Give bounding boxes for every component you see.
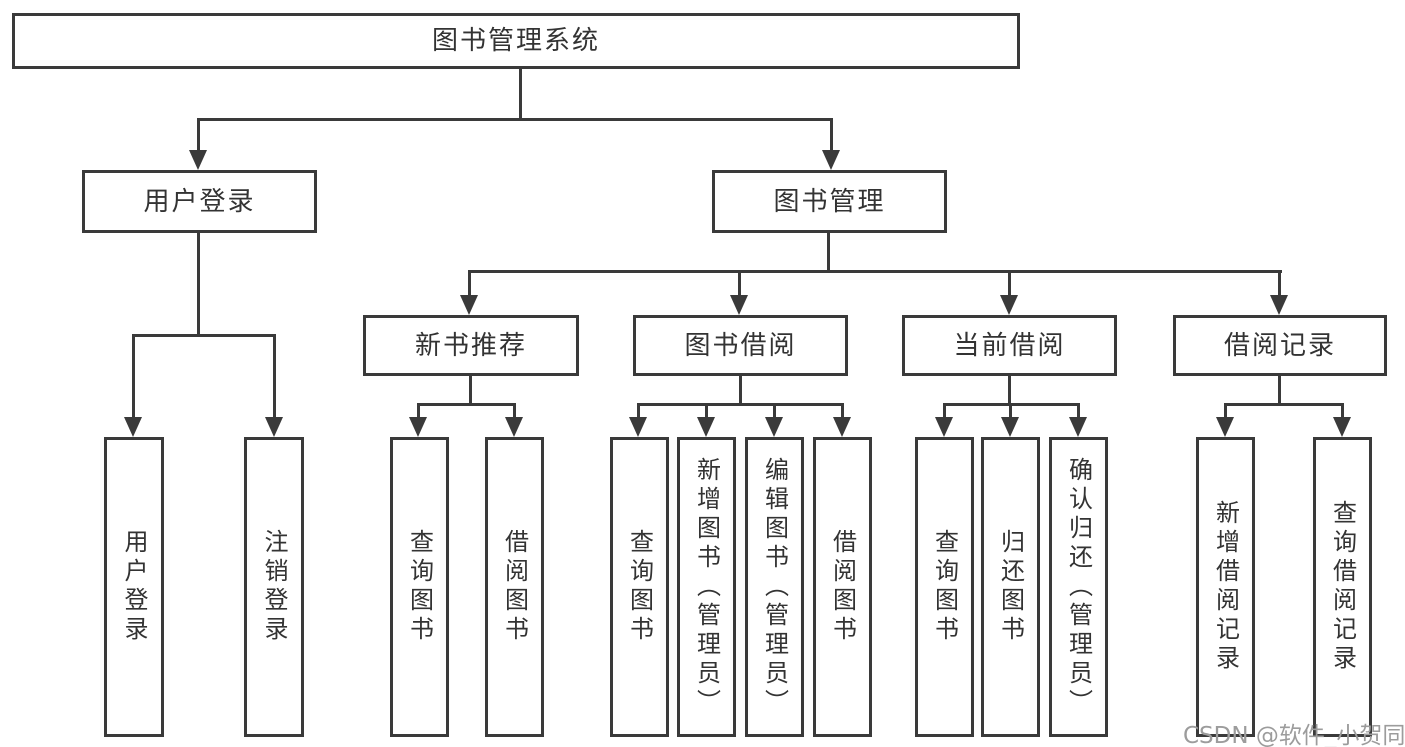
arrowhead-down-icon [124, 417, 142, 437]
node-label: 注销登录 [260, 529, 288, 645]
arrowhead-down-icon [1333, 417, 1351, 437]
arrowhead-down-icon [1069, 417, 1087, 437]
leaf-add-books-admin: 新增图书（管理员） [677, 437, 736, 737]
node-label: 新增图书（管理员） [692, 456, 721, 718]
node-label: 借阅记录 [1223, 330, 1336, 361]
arrowhead-down-icon [1216, 417, 1234, 437]
edge-line [738, 273, 741, 296]
edge-line [1008, 273, 1011, 296]
node-label: 图书管理 [773, 186, 886, 217]
edge-line [943, 403, 1080, 406]
node-label: 当前借阅 [953, 330, 1066, 361]
edge-line [943, 406, 946, 418]
node-label: 用户登录 [143, 186, 256, 217]
edge-line [830, 121, 833, 152]
arrowhead-down-icon [265, 417, 283, 437]
edge-line [705, 406, 708, 418]
node-label: 查询借阅记录 [1328, 500, 1357, 674]
node-label: 查询图书 [930, 529, 959, 645]
arrowhead-down-icon [1270, 295, 1288, 315]
edge-line [1008, 376, 1011, 406]
edge-line [841, 406, 844, 418]
node-label: 查询图书 [405, 529, 434, 645]
leaf-borrow-books-1: 借阅图书 [485, 437, 544, 737]
edge-line [1341, 406, 1344, 418]
arrowhead-down-icon [730, 295, 748, 315]
edge-line [1224, 403, 1344, 406]
node-library-system: 图书管理系统 [12, 13, 1020, 69]
node-book-management: 图书管理 [712, 170, 947, 233]
leaf-query-books-2: 查询图书 [610, 437, 669, 737]
leaf-confirm-return-admin: 确认归还（管理员） [1049, 437, 1108, 737]
arrowhead-down-icon [1000, 295, 1018, 315]
edge-line [469, 376, 472, 406]
node-user-login: 用户登录 [82, 170, 317, 233]
leaf-query-borrow-record: 查询借阅记录 [1313, 437, 1372, 737]
node-current-borrow: 当前借阅 [902, 315, 1117, 376]
edge-line [468, 270, 1282, 273]
edge-line [739, 376, 742, 406]
edge-line [132, 337, 135, 417]
node-label: 借阅图书 [828, 529, 857, 645]
arrowhead-down-icon [833, 417, 851, 437]
edge-line [132, 334, 276, 337]
arrowhead-down-icon [697, 417, 715, 437]
leaf-return-books: 归还图书 [981, 437, 1040, 737]
arrowhead-down-icon [1001, 417, 1019, 437]
arrowhead-down-icon [935, 417, 953, 437]
edge-line [273, 337, 276, 417]
arrowhead-down-icon [409, 417, 427, 437]
node-label: 编辑图书（管理员） [760, 456, 789, 718]
node-new-book-recommend: 新书推荐 [363, 315, 579, 376]
leaf-logout: 注销登录 [244, 437, 304, 737]
edge-line [468, 273, 471, 296]
node-label: 借阅图书 [500, 529, 529, 645]
edge-line [197, 233, 200, 337]
edge-line [197, 118, 833, 121]
edge-line [1224, 406, 1227, 418]
node-label: 归还图书 [996, 529, 1025, 645]
edge-line [1009, 406, 1012, 418]
edge-line [1278, 376, 1281, 406]
node-label: 新书推荐 [414, 330, 527, 361]
node-label: 确认归还（管理员） [1064, 456, 1093, 718]
node-label: 图书借阅 [684, 330, 797, 361]
leaf-add-borrow-record: 新增借阅记录 [1196, 437, 1255, 737]
edge-line [1077, 406, 1080, 418]
leaf-user-login: 用户登录 [104, 437, 164, 737]
edge-line [827, 233, 830, 273]
node-label: 用户登录 [120, 529, 148, 645]
arrowhead-down-icon [822, 150, 840, 170]
edge-line [637, 406, 640, 418]
arrowhead-down-icon [629, 417, 647, 437]
leaf-borrow-books-2: 借阅图书 [813, 437, 872, 737]
edge-line [519, 69, 522, 121]
node-label: 图书管理系统 [431, 26, 600, 56]
node-label: 新增借阅记录 [1211, 500, 1240, 674]
leaf-query-books-3: 查询图书 [915, 437, 974, 737]
edge-line [417, 403, 516, 406]
edge-line [1278, 273, 1281, 296]
edge-line [417, 406, 420, 418]
arrowhead-down-icon [189, 150, 207, 170]
edge-line [773, 406, 776, 418]
arrowhead-down-icon [505, 417, 523, 437]
edge-line [637, 403, 844, 406]
node-borrow-records: 借阅记录 [1173, 315, 1387, 376]
edge-line [513, 406, 516, 418]
leaf-query-books-1: 查询图书 [390, 437, 449, 737]
arrowhead-down-icon [460, 295, 478, 315]
edge-line [197, 121, 200, 152]
arrowhead-down-icon [765, 417, 783, 437]
node-label: 查询图书 [625, 529, 654, 645]
node-book-borrow: 图书借阅 [633, 315, 848, 376]
leaf-edit-books-admin: 编辑图书（管理员） [745, 437, 804, 737]
csdn-watermark: CSDN @软件_小贺同学 [1183, 723, 1405, 747]
